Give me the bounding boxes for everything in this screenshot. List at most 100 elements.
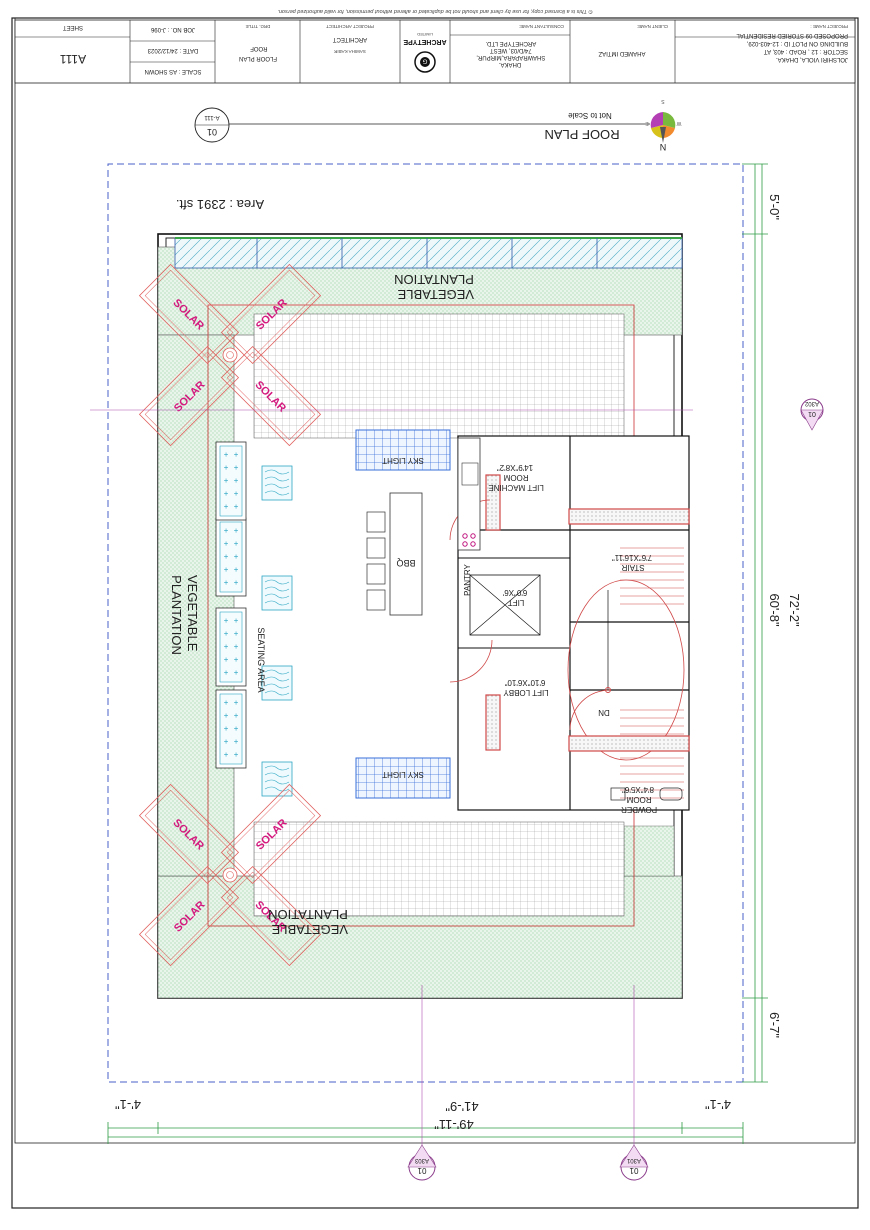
dimension-lines xyxy=(107,163,768,1144)
project-name-label: PROJECT NAME : xyxy=(810,24,848,29)
svg-text:+: + xyxy=(233,526,238,535)
door-swing xyxy=(569,689,611,731)
section-tag: 01 A-111 xyxy=(194,107,230,143)
door-swing xyxy=(449,639,493,683)
consultant-details: ARCHETYPE LTD. 74/D/03, WEST SHAWRAPARA,… xyxy=(475,40,546,67)
lounger xyxy=(261,465,293,501)
svg-text:+: + xyxy=(223,750,228,759)
bbq-stools xyxy=(366,511,386,611)
seating-bench-group: ++++++++++++++++++++++++++++++++++++++++ xyxy=(215,441,247,769)
lift-lobby-label: LIFT LOBBY 6'10"X6'10" xyxy=(501,678,548,697)
svg-text:+: + xyxy=(223,552,228,561)
svg-text:+: + xyxy=(223,489,228,498)
seating-bench: ++++++++++ xyxy=(215,689,247,769)
glass-canopy xyxy=(174,237,683,269)
dim-side-left: 4'-1" xyxy=(705,1097,731,1112)
svg-text:S: S xyxy=(661,98,665,104)
section-marker: 01 A301 xyxy=(619,1144,649,1181)
lounger xyxy=(261,761,293,797)
plot-boundary xyxy=(107,163,744,1083)
project-name: PROPOSED 09 STORIED RESIDENTIAL BUILDING… xyxy=(735,32,848,62)
svg-text:+: + xyxy=(223,724,228,733)
svg-text:+: + xyxy=(233,476,238,485)
drawing-title-label: DRG. TITLE xyxy=(246,24,271,29)
roof-area: Area : 2391 sft. xyxy=(176,197,264,212)
svg-text:01: 01 xyxy=(808,410,816,417)
svg-text:+: + xyxy=(223,629,228,638)
job-number: JOB NO. : J-096 xyxy=(150,26,195,32)
svg-text:+: + xyxy=(223,711,228,720)
basin-fixture xyxy=(610,787,626,801)
plantation-label: VEGETABLE PLANTATION xyxy=(268,907,348,937)
svg-text:+: + xyxy=(223,565,228,574)
dim-top: 5'-0" xyxy=(767,194,782,220)
svg-text:+: + xyxy=(223,578,228,587)
dim-width-inner: 41'-9" xyxy=(445,1099,479,1114)
svg-text:+: + xyxy=(233,642,238,651)
project-architect-label: PROJECT ARCHITECT xyxy=(326,24,374,29)
lift-machine-label: LIFT MACHINE ROOM 14'9"X8'2" xyxy=(486,463,544,492)
plan-title: ROOF PLAN xyxy=(544,127,619,142)
svg-text:A-111: A-111 xyxy=(204,114,220,120)
dim-width-overall: 49'-11" xyxy=(434,1117,474,1132)
seating-bench: ++++++++++ xyxy=(215,607,247,687)
svg-text:+: + xyxy=(223,502,228,511)
svg-text:A302: A302 xyxy=(804,400,819,406)
bbq-label: BBQ xyxy=(396,558,415,568)
company-logo: G ARCHETYPE LIMITED xyxy=(403,32,447,73)
svg-text:+: + xyxy=(223,450,228,459)
wall-segment xyxy=(485,474,501,531)
svg-text:N: N xyxy=(660,142,667,152)
svg-text:+: + xyxy=(223,737,228,746)
section-marker: 01 A303 xyxy=(407,1144,437,1181)
wall-segment xyxy=(485,694,501,751)
svg-text:+: + xyxy=(223,642,228,651)
svg-text:E: E xyxy=(645,120,649,126)
consultant-label: CONSULTANT NAME: xyxy=(519,24,564,29)
wall-segment xyxy=(568,508,690,525)
stair-dn-label: DN xyxy=(598,708,610,717)
skylight-label: SKY LIGHT xyxy=(382,770,424,779)
dim-overall: 72'-2" xyxy=(787,593,802,627)
lounger xyxy=(261,575,293,611)
section-marker: 01 A302 xyxy=(800,398,824,431)
stair-label: STAIR 7'6"X16'11" xyxy=(612,553,652,572)
svg-text:+: + xyxy=(233,489,238,498)
svg-text:+: + xyxy=(233,578,238,587)
drawing-frame xyxy=(14,17,856,1144)
svg-text:G: G xyxy=(422,58,427,64)
lounger xyxy=(261,665,293,701)
svg-text:+: + xyxy=(223,668,228,677)
bbq-counter xyxy=(389,492,423,616)
vegetable-plantation-band xyxy=(157,334,235,877)
architect-label: ARCHITECT xyxy=(333,36,368,42)
svg-text:+: + xyxy=(233,698,238,707)
lounger-group xyxy=(261,465,293,797)
svg-text:+: + xyxy=(223,698,228,707)
svg-text:+: + xyxy=(233,750,238,759)
paving-grid xyxy=(253,313,625,439)
svg-text:A303: A303 xyxy=(414,1157,429,1163)
sheet-label: SHEET xyxy=(63,24,83,30)
svg-text:ARCHETYPE: ARCHETYPE xyxy=(403,38,447,45)
architect-name: SAMIHA KABIR xyxy=(333,49,366,54)
svg-text:W: W xyxy=(676,120,681,126)
stair-circle xyxy=(567,579,685,761)
pantry-label: PANTRY xyxy=(463,563,472,595)
seating-bench: ++++++++++ xyxy=(215,441,247,521)
client-name: AHAMED IMTIAZ xyxy=(598,50,645,56)
svg-text:+: + xyxy=(223,539,228,548)
svg-text:+: + xyxy=(233,711,238,720)
svg-text:+: + xyxy=(223,655,228,664)
drawing-scale: SCALE : AS SHOWN xyxy=(144,68,201,74)
svg-text:+: + xyxy=(233,565,238,574)
seating-area-label: SEATING AREA xyxy=(256,627,266,692)
plantation-label: VEGETABLE PLANTATION xyxy=(394,272,474,302)
svg-text:01: 01 xyxy=(629,1166,638,1175)
svg-text:01: 01 xyxy=(207,127,217,137)
svg-text:+: + xyxy=(233,539,238,548)
title-block xyxy=(14,19,856,84)
seating-bench: ++++++++++ xyxy=(215,517,247,597)
